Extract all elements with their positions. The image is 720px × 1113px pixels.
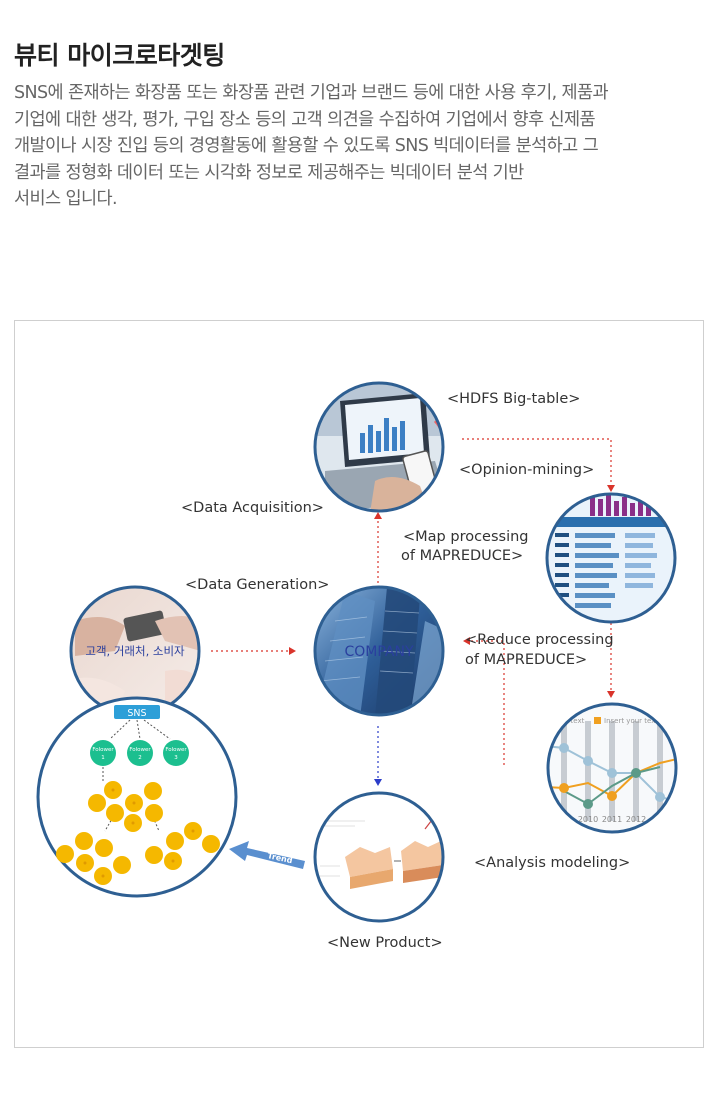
follower-label: Folower — [92, 747, 114, 753]
label-analysis-modeling: <Analysis modeling> — [474, 855, 630, 871]
process-diagram: COMPANY 고객, 거래처, 소비자 ur text Insert your… — [36, 381, 678, 951]
follower-node — [90, 740, 116, 766]
chart-legend-a: ur text — [561, 717, 585, 725]
spreadsheet-photo-icon — [545, 492, 677, 624]
follower-coins — [56, 781, 220, 885]
label-hdfs: <HDFS Big-table> — [447, 391, 580, 407]
company-label: COMPANY — [344, 644, 413, 660]
follower-node — [127, 740, 153, 766]
description-line: SNS에 존재하는 화장품 또는 화장품 관련 기업과 브랜드 등에 대한 사용… — [14, 83, 609, 103]
follower-label: 2 — [138, 755, 142, 761]
label-data-acquisition: <Data Acquisition> — [181, 500, 324, 516]
label-new-product: <New Product> — [327, 935, 443, 951]
sns-label: SNS — [127, 708, 146, 719]
customers-label: 고객, 거래처, 소비자 — [85, 644, 185, 658]
follower-node — [163, 740, 189, 766]
follower-label: 3 — [174, 755, 178, 761]
page-title: 뷰티 마이크로타겟팅 — [14, 41, 225, 70]
sns-box — [114, 705, 160, 719]
follower-label: Folower — [129, 747, 151, 753]
arrow-chart-to-company — [470, 640, 505, 765]
description-line: 결과를 정형화 데이터 또는 시각화 정보로 제공해주는 빅데이터 분석 기반 — [14, 162, 524, 183]
label-data-generation: <Data Generation> — [185, 577, 329, 593]
trend-arrow: Trend — [229, 841, 305, 869]
label-map-processing-2: of MAPREDUCE> — [401, 548, 523, 564]
sns-network-diagram: SNS Folower 1 Folower 2 Folower 3 — [36, 696, 238, 898]
skin-layers-icon — [313, 791, 445, 923]
connector-lines — [211, 438, 612, 779]
line-chart-icon: ur text Insert your text 2010 2011 2012 — [546, 702, 678, 834]
chart-year: 2011 — [602, 815, 622, 824]
building-photo-icon — [313, 585, 445, 717]
label-reduce-processing-1: <Reduce processing — [465, 632, 614, 648]
follower-label: 1 — [101, 755, 105, 761]
label-opinion-mining: <Opinion-mining> — [459, 462, 594, 478]
diagram-panel: COMPANY 고객, 거래처, 소비자 ur text Insert your… — [14, 320, 704, 1048]
follower-label: Folower — [165, 747, 187, 753]
chart-legend-b: Insert your text — [604, 717, 658, 725]
laptop-photo-icon — [313, 381, 445, 513]
description-line: 기업에 대한 생각, 평가, 구입 장소 등의 고객 의견을 수집하여 기업에서… — [14, 109, 596, 130]
arrowheads — [289, 485, 615, 786]
chart-year: 2010 — [578, 815, 598, 824]
chart-year: 2012 — [626, 815, 646, 824]
page-description: SNS에 존재하는 화장품 또는 화장품 관련 기업과 브랜드 등에 대한 사용… — [14, 80, 714, 213]
label-reduce-processing-2: of MAPREDUCE> — [465, 652, 587, 668]
description-line: 개발이나 시장 진입 등의 경영활동에 활용할 수 있도록 SNS 빅데이터를 … — [14, 136, 599, 156]
label-map-processing-1: <Map processing — [403, 529, 529, 545]
description-line: 서비스 입니다. — [14, 189, 118, 209]
card-hands-photo-icon — [69, 585, 201, 717]
